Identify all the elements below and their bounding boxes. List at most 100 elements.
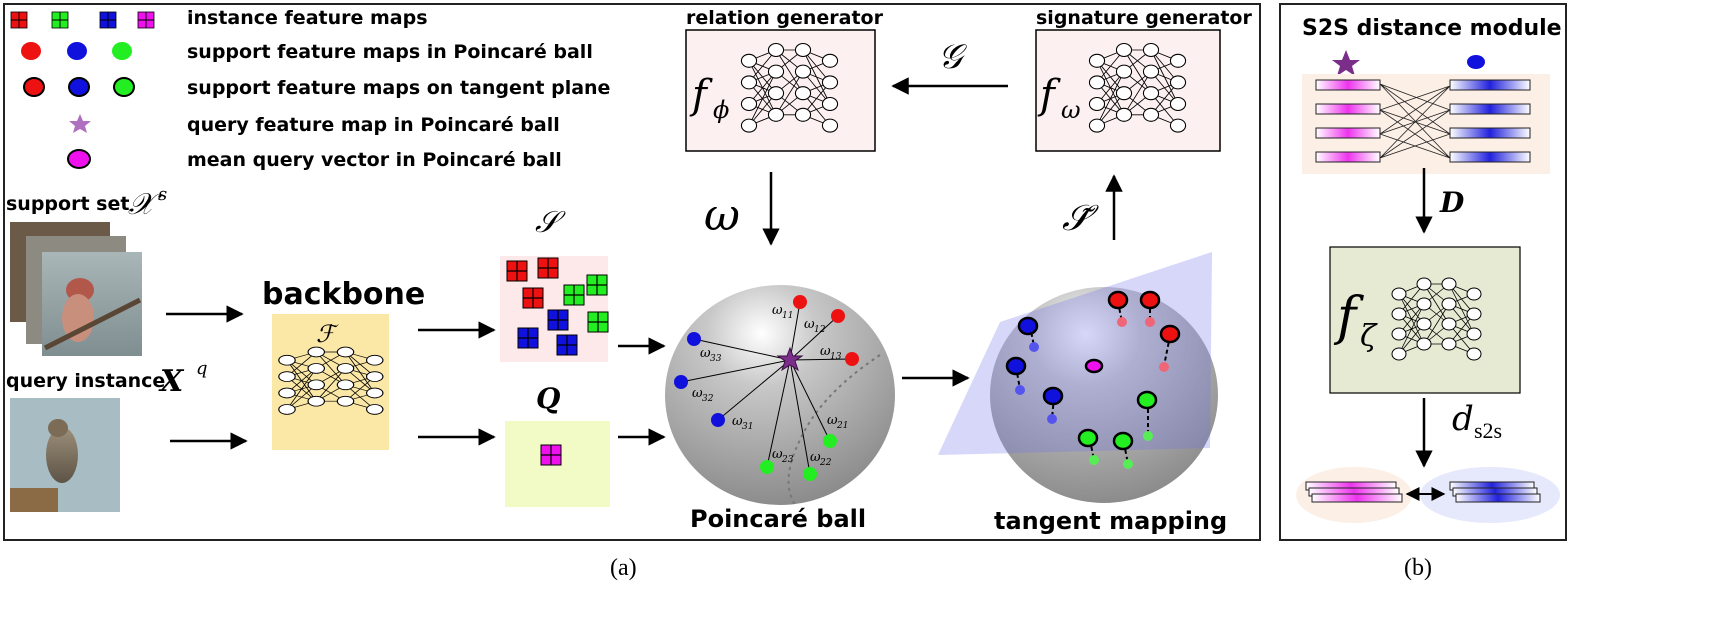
caption-b: (b) bbox=[1404, 555, 1432, 581]
panel-b-frame bbox=[1279, 3, 1567, 541]
legend-green-square-icon bbox=[51, 11, 69, 29]
legend-green-dot-icon bbox=[112, 42, 132, 60]
legend-support-ball-text: support feature maps in Poincaré ball bbox=[187, 41, 593, 63]
proj-red-2 bbox=[1145, 317, 1155, 327]
legend-red-dot-icon bbox=[21, 42, 41, 60]
ball-blue-dot-3 bbox=[687, 332, 701, 346]
legend-magenta-ring-icon bbox=[67, 149, 91, 169]
omega-symbol: ω bbox=[704, 190, 740, 241]
signature-generator-label: signature generator bbox=[1036, 7, 1252, 29]
ball-green-dot-3 bbox=[760, 460, 774, 474]
q-square-magenta bbox=[540, 444, 562, 466]
proj-green-3 bbox=[1123, 459, 1133, 469]
s-square-blue-2 bbox=[517, 327, 539, 349]
S-tilde-symbol: 𝒮̃ bbox=[1062, 198, 1099, 239]
query-instance-sup: q bbox=[196, 358, 208, 379]
legend-support-tangent-text: support feature maps on tangent plane bbox=[187, 77, 610, 99]
s2s-zeta-symbol: ζ bbox=[1360, 319, 1378, 354]
support-set-symbol: 𝒳 bbox=[128, 187, 162, 222]
tangent-green-ring-3 bbox=[1112, 431, 1134, 451]
support-set-sup: s bbox=[158, 184, 167, 205]
w22-sub: 22 bbox=[819, 458, 832, 468]
s-square-green-3 bbox=[587, 311, 609, 333]
relation-generator-label: relation generator bbox=[686, 7, 884, 29]
s2s-star-icon bbox=[1332, 50, 1360, 76]
query-bird-head bbox=[48, 419, 68, 437]
tangent-plane bbox=[938, 252, 1212, 455]
w11-sub: 11 bbox=[782, 311, 793, 321]
tangent-mapping bbox=[938, 252, 1218, 503]
legend-green-ring-icon bbox=[113, 77, 135, 97]
legend-red-ring-icon bbox=[23, 77, 45, 97]
legend-blue-square-icon bbox=[99, 11, 117, 29]
tangent-green-ring-1 bbox=[1136, 390, 1158, 410]
ball-blue-dot-2 bbox=[674, 375, 688, 389]
s-square-red-1 bbox=[506, 260, 528, 282]
query-bird-body bbox=[46, 427, 78, 483]
proj-blue-3 bbox=[1047, 414, 1057, 424]
caption-a: (a) bbox=[610, 555, 637, 581]
ball-query-star-icon bbox=[776, 346, 804, 372]
w23-sub: 23 bbox=[781, 455, 794, 465]
s-square-red-3 bbox=[522, 287, 544, 309]
backbone-box bbox=[272, 314, 389, 450]
relation-generator-sub: ϕ bbox=[713, 96, 729, 124]
query-instance-symbol: 𝑿 bbox=[158, 364, 185, 399]
w23-omega: ω bbox=[772, 447, 783, 462]
query-instance-label: query instance bbox=[6, 370, 165, 392]
S-symbol: 𝒮 bbox=[535, 205, 566, 240]
w11-omega: ω bbox=[772, 303, 783, 318]
signature-generator-sub: ω bbox=[1061, 96, 1081, 124]
tangent-mapping-label: tangent mapping bbox=[994, 507, 1227, 535]
poincare-ball: ω 11 ω 12 ω 13 ω 21 ω 22 ω 23 ω 31 ω 32 … bbox=[665, 285, 895, 506]
support-images bbox=[10, 222, 142, 356]
s-square-blue-3 bbox=[556, 334, 578, 356]
ball-red-dot-1 bbox=[793, 295, 807, 309]
legend-blue-ring-icon bbox=[68, 77, 90, 97]
s-square-blue-1 bbox=[547, 309, 569, 331]
ball-green-dot-2 bbox=[803, 467, 817, 481]
tangent-blue-ring-1 bbox=[1017, 316, 1039, 336]
tangent-red-ring-2 bbox=[1139, 290, 1161, 310]
w13-sub: 13 bbox=[830, 352, 842, 362]
w12-sub: 12 bbox=[814, 325, 826, 335]
s-square-green-1 bbox=[586, 274, 608, 296]
w12-omega: ω bbox=[804, 317, 815, 332]
ball-blue-dot-1 bbox=[711, 413, 725, 427]
tangent-mean-query-ring bbox=[1084, 358, 1104, 374]
s-square-green-2 bbox=[563, 284, 585, 306]
panel-a-frame bbox=[3, 3, 1261, 541]
support-set-label: support set bbox=[6, 193, 129, 215]
Q-symbol: 𝑸 bbox=[536, 382, 560, 415]
w33-sub: 33 bbox=[710, 354, 722, 364]
s2s-title: S2S distance module bbox=[1302, 16, 1562, 41]
tangent-red-ring-3 bbox=[1159, 324, 1181, 344]
proj-red-3 bbox=[1159, 362, 1169, 372]
poincare-ball-sphere bbox=[665, 285, 895, 505]
w21-sub: 21 bbox=[836, 421, 848, 431]
proj-blue-1 bbox=[1029, 342, 1039, 352]
w32-sub: 32 bbox=[702, 394, 714, 404]
s-square-red-2 bbox=[537, 257, 559, 279]
s2s-D-symbol: 𝑫 bbox=[1439, 186, 1465, 219]
tangent-red-ring-1 bbox=[1107, 290, 1129, 310]
query-image-post bbox=[10, 488, 58, 512]
backbone-symbol: ℱ bbox=[316, 320, 339, 348]
legend-star-icon bbox=[69, 114, 91, 133]
s2s-pairing bbox=[1302, 74, 1550, 174]
proj-green-2 bbox=[1089, 455, 1099, 465]
w31-omega: ω bbox=[732, 414, 743, 429]
s2s-d-sub: s2s bbox=[1474, 418, 1502, 443]
ball-red-dot-3 bbox=[845, 352, 859, 366]
w21-omega: ω bbox=[827, 413, 838, 428]
w33-omega: ω bbox=[700, 346, 711, 361]
poincare-ball-label: Poincaré ball bbox=[690, 505, 866, 533]
tangent-sphere bbox=[990, 287, 1218, 503]
legend-instance-text: instance feature maps bbox=[187, 7, 428, 29]
s2s-blue-dot-icon bbox=[1467, 55, 1485, 69]
tangent-green-ring-2 bbox=[1077, 428, 1099, 448]
s2s-d-symbol: d bbox=[1452, 399, 1474, 439]
backbone-label: backbone bbox=[262, 277, 425, 312]
tangent-blue-ring-2 bbox=[1005, 356, 1027, 376]
